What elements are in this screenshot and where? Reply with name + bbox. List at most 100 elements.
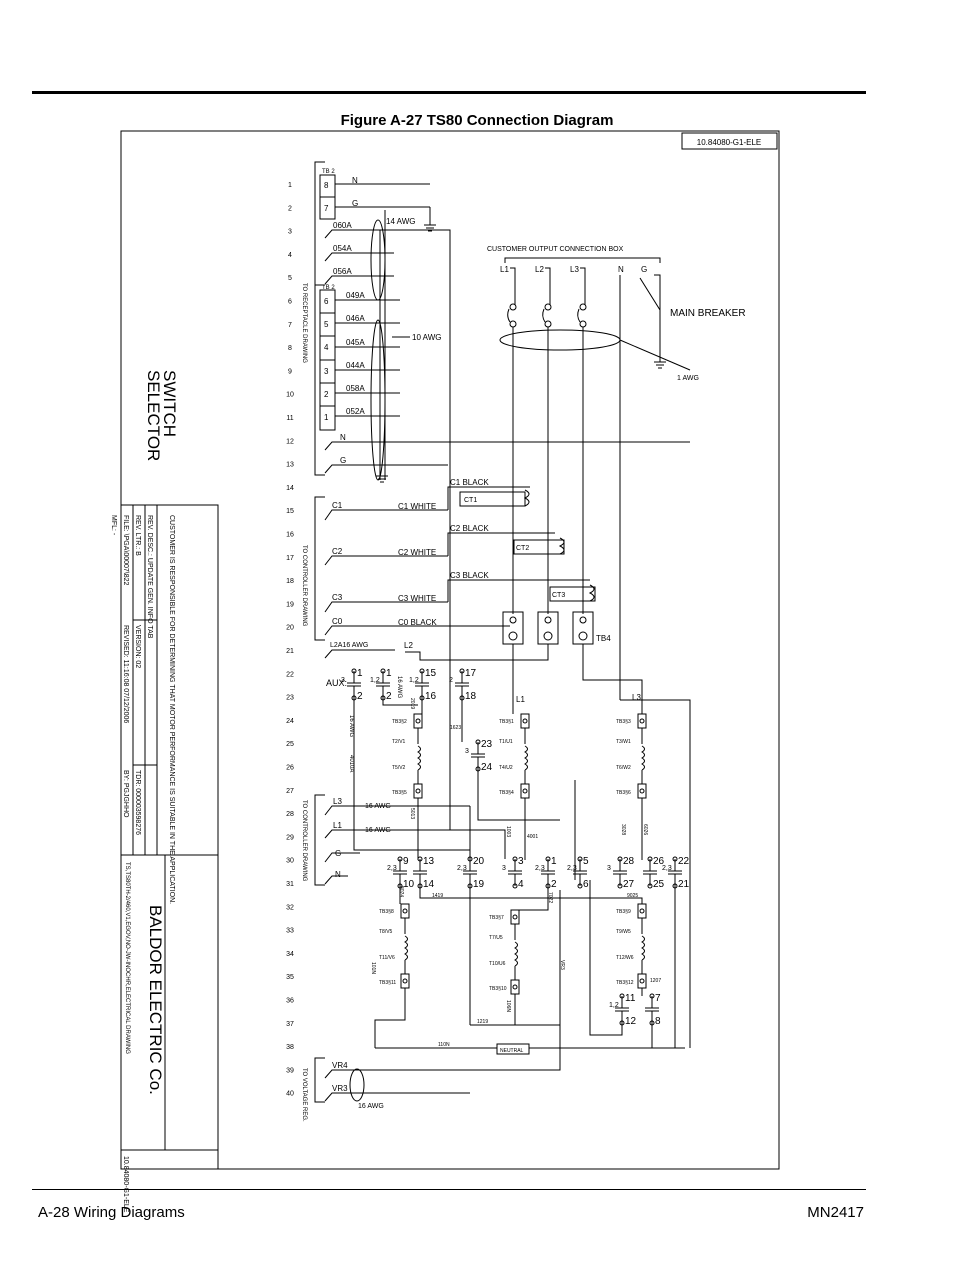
title-path: TS,TS80TH-2/460,V1,EGOV,NO-JW-INOCHR,ELE… [124,862,130,1054]
c1-white: C1 WHITE [398,502,436,511]
tb2-term-8: 8 [324,181,329,190]
label-058A: 058A [346,384,365,393]
c3-label: C3 [332,593,343,602]
lead-label-bottom: T4/U2 [499,765,513,771]
wire-c3 [324,601,448,613]
contact-pole-label: 1,2 [609,1002,619,1009]
row-number: 3 [288,229,292,236]
contact-number-bottom: 2 [357,691,363,702]
output-ground [654,274,666,369]
wire-c1 [324,509,448,521]
contact-number-bottom: 21 [678,879,690,890]
tb3-label-bottom: TB3§12 [616,980,634,986]
tb2-term-3: 3 [324,367,329,376]
wire-g-bus-label: G [340,456,346,465]
contact-pole-label: 2,3 [535,865,545,872]
ground-icon [424,224,436,232]
wire-g-row30 [324,852,360,863]
wire-c2-black [447,532,555,556]
switch-label: SWITCH [160,370,179,437]
title-file: FILE: \PGA\00007\822 [122,515,129,586]
row-number: 11 [286,415,293,422]
label-1219: 1219 [477,1019,488,1025]
tb2-top-label: TB 2 [322,169,335,175]
row-number: 19 [286,601,294,608]
connection-wire [515,886,549,911]
title-revised: REVISED: 11:16:08 07/12/2006 [122,625,129,723]
row-number: 10 [286,392,294,399]
contact-c5: 562,3 [567,856,589,890]
row-number: 38 [286,1044,294,1051]
tb2-term-5: 5 [324,320,329,329]
terminal-screw [402,908,408,914]
terminal-screw [415,788,421,794]
contact-number-top: 13 [423,856,435,867]
terminal-top [637,903,647,919]
awg16-row28: 16 AWG [365,803,391,810]
lead-label-top: T8/V5 [379,929,393,935]
ct3: CT3 [549,584,596,602]
controller-ref-label-2: TO CONTROLLER DRAWING [301,800,307,882]
lead-label-bottom: T6/W2 [616,765,631,771]
contact-pole-label: 3 [341,677,345,684]
winding-icon [641,935,645,961]
contact-number-top: 9 [403,856,409,867]
label-9025: 9025 [627,893,638,899]
wire-l2a [324,649,395,659]
contact-number-bottom: 16 [425,691,437,702]
contact-c1b: 122,3 [535,856,557,890]
c2-label: C2 [332,547,343,556]
row-number: 24 [286,718,294,725]
row-number: 21 [286,648,294,655]
contact-c1: 123 [341,668,363,702]
contact-pole-label: 2,3 [457,865,467,872]
awg1-leader [619,339,691,371]
contact-number-bottom: 8 [655,1016,661,1027]
title-drawing-number: 10.84080-G1-ELE [122,1156,129,1213]
wire-g-bus [324,464,448,474]
title-rev-desc: REV. DESC.: UPDATE GEN. INFO TAB [146,515,153,639]
row-number: 23 [286,695,294,702]
contact-number-top: 20 [473,856,485,867]
contact-number-bottom: 24 [481,762,493,773]
awg10-label: 10 AWG [412,333,442,342]
connection-wire [419,886,643,904]
contact-pole-label: 2,3 [662,865,672,872]
contact-pole-label: 1,2 [409,677,419,684]
contact-number-bottom: 4 [518,879,524,890]
output-term-l2: L2 [535,265,544,274]
aux-label: AUX: [326,678,347,688]
ground-icon-2 [376,475,388,483]
tb3-label-top: TB3§7 [489,915,504,921]
connection-wire [582,644,643,714]
label-1419: 1419 [432,893,443,899]
tb2-term-7: 7 [324,204,329,213]
wire-l3-row28 [324,805,470,816]
label-101N: 101N [370,962,376,974]
row-number: 28 [286,811,294,818]
c1-label: C1 [332,501,343,510]
output-box-title: CUSTOMER OUTPUT CONNECTION BOX [487,246,624,253]
row-number: 29 [286,834,294,841]
drawing-number: 10.84080-G1-ELE [697,138,762,147]
awg1-label: 1 AWG [677,375,699,382]
contact-number-top: 7 [655,993,661,1004]
receptacle-ref-label: TO RECEPTACLE DRAWING [301,283,307,363]
contact-bottom-node [512,883,518,889]
tb3-label-bottom: TB3§11 [379,980,396,986]
connection-wire [620,699,691,1048]
row-number: 20 [286,625,294,632]
terminal-screw [639,718,645,724]
tb2-block: TB 2 6 5 4 3 2 1 [319,285,336,431]
contact-pole-label: 1,2 [370,677,380,684]
c1-black: C1 BLACK [450,478,489,487]
label-110N: 110N [438,1042,450,1048]
bottom-rule [32,1189,866,1190]
ct2-label: CT2 [516,545,529,552]
